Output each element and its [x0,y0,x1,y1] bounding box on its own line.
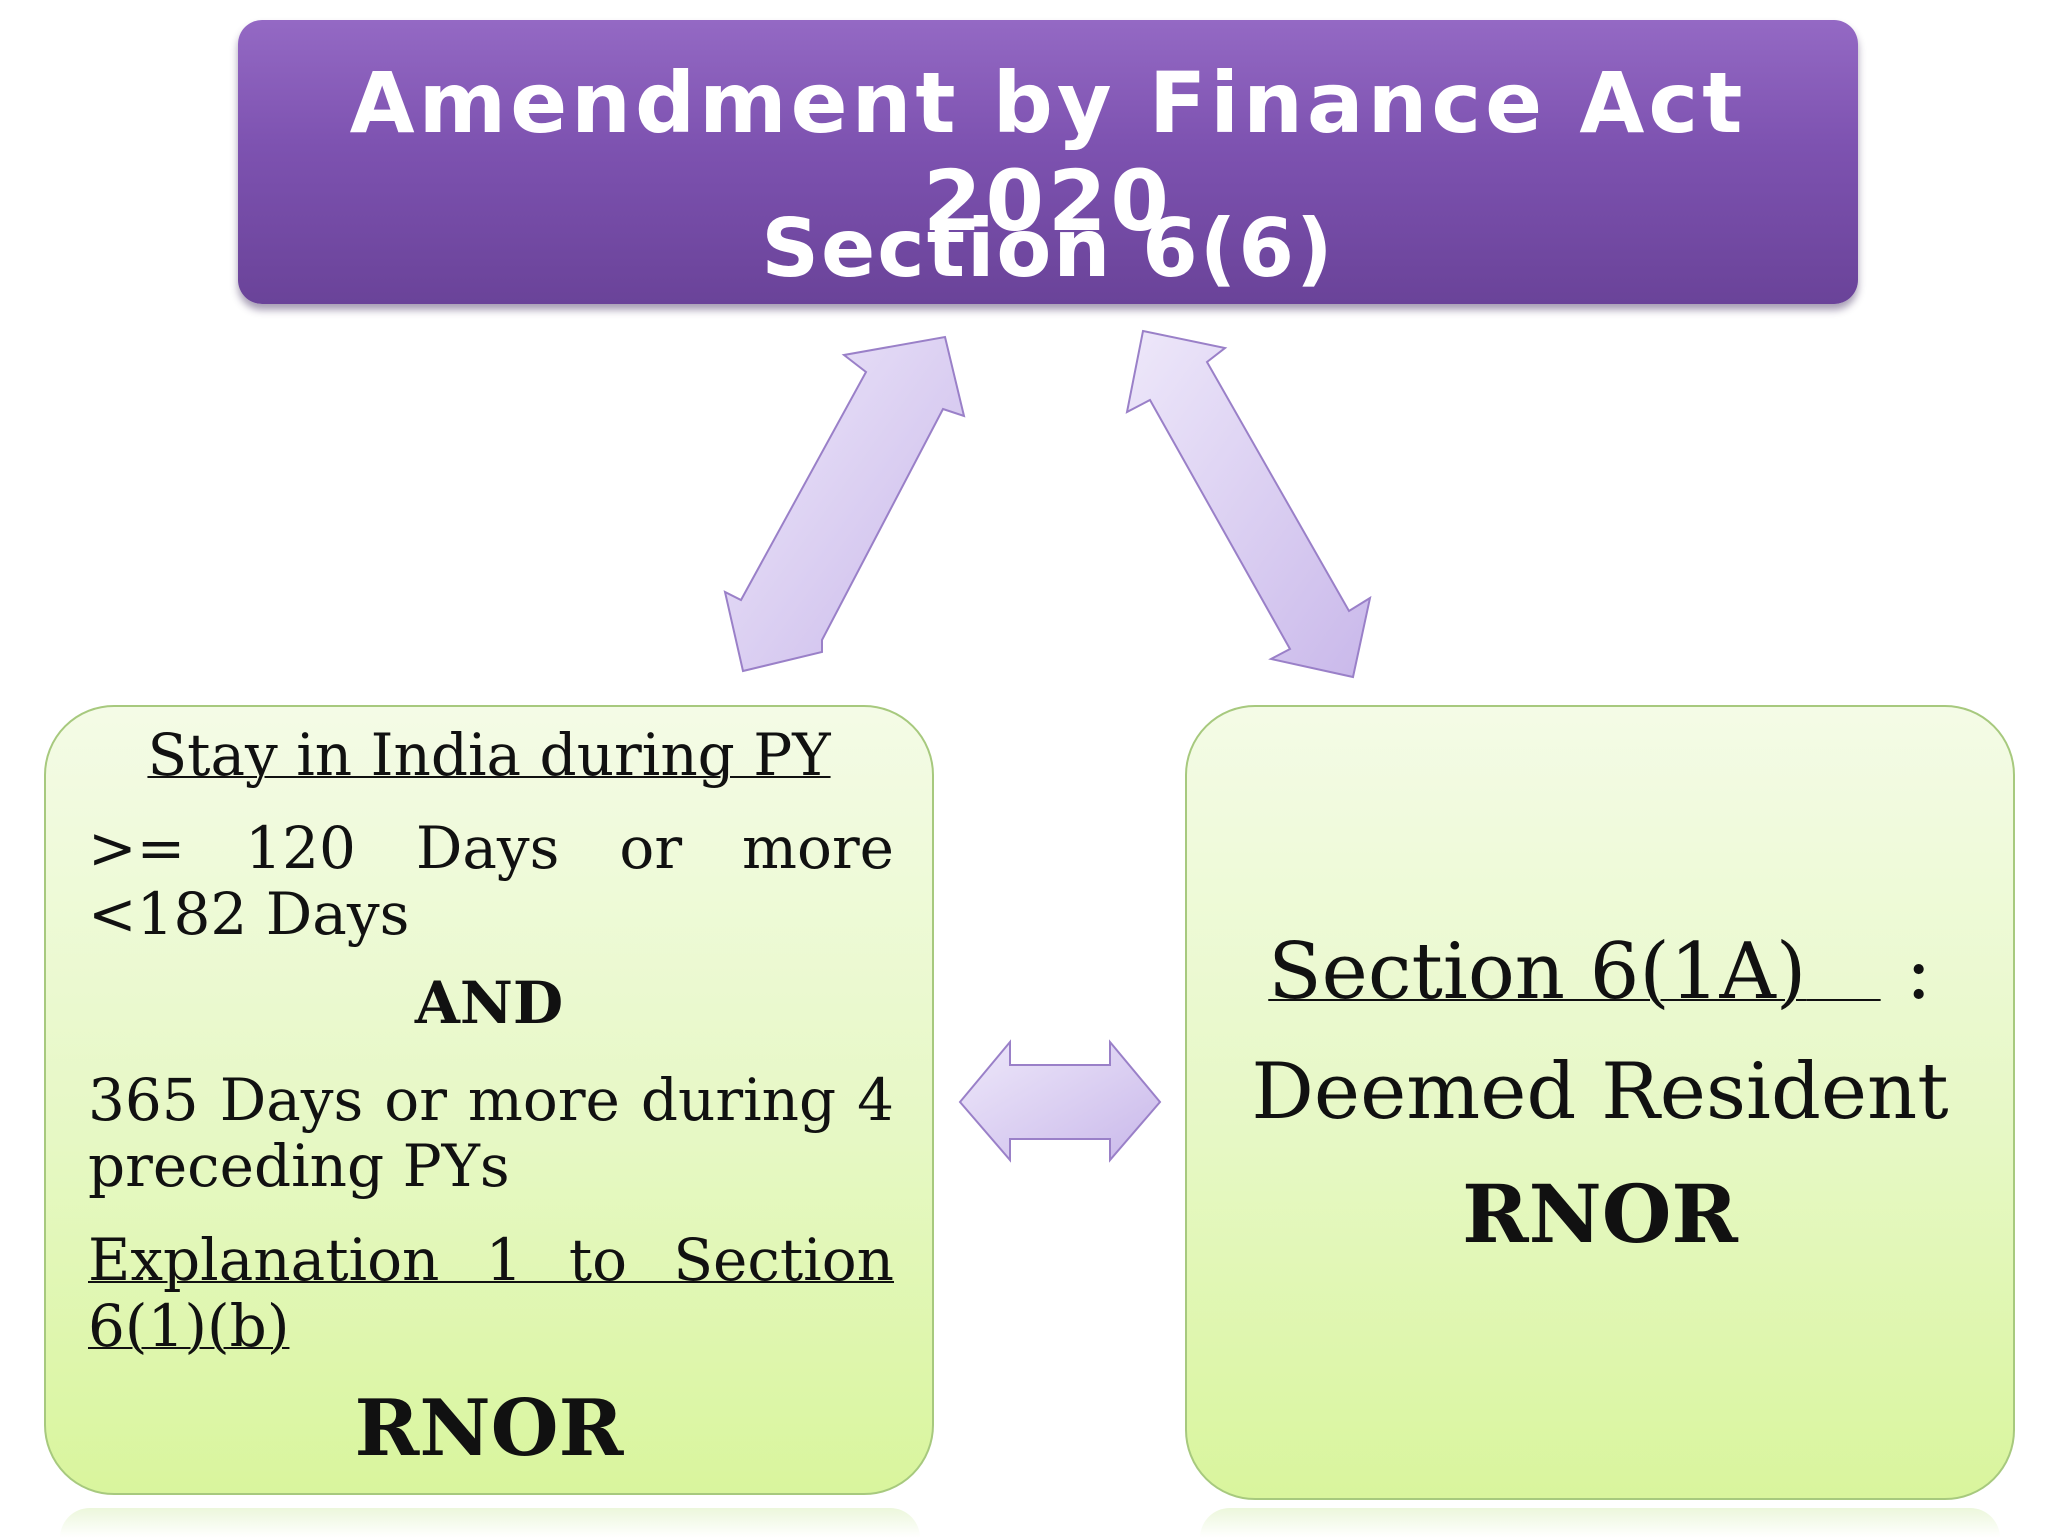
header-title: Amendment by Finance Act 2020 [349,54,1747,250]
stay-heading: Stay in India during PY [46,721,932,789]
left-result-rnor: RNOR [354,1383,624,1474]
condition-preceding-years: 365 Days or more during 4 preceding PYs [88,1066,894,1200]
double-arrow-left-diagonal [723,335,966,673]
left-condition-box: Stay in India during PY >= 120 Days or m… [44,705,934,1495]
right-condition-box: Section 6(1A) : Deemed Resident RNOR [1185,705,2015,1500]
condition-days-range: >= 120 Days or more <182 Days [88,814,894,948]
section-6-1a: Section 6(1A) [1268,927,1807,1017]
section-colon: : [1880,927,1932,1017]
right-box-reflection [1200,1508,2000,1538]
section-underline-gap [1806,927,1880,1017]
header-banner: Amendment by Finance Act 2020 Section 6(… [238,20,1858,304]
right-result-rnor: RNOR [1462,1167,1738,1261]
section-reference-line: Section 6(1A) : [1187,927,2013,1017]
and-connector: AND [414,969,564,1037]
double-arrow-right-diagonal [1125,329,1372,679]
explanation-reference: Explanation 1 to Section 6(1)(b) [88,1226,894,1360]
left-box-reflection [60,1508,920,1538]
double-arrow-horizontal [958,1039,1162,1163]
header-subtitle: Section 6(6) [761,202,1335,295]
deemed-resident-label: Deemed Resident [1251,1047,1949,1137]
stay-heading-text: Stay in India during PY [147,721,831,789]
